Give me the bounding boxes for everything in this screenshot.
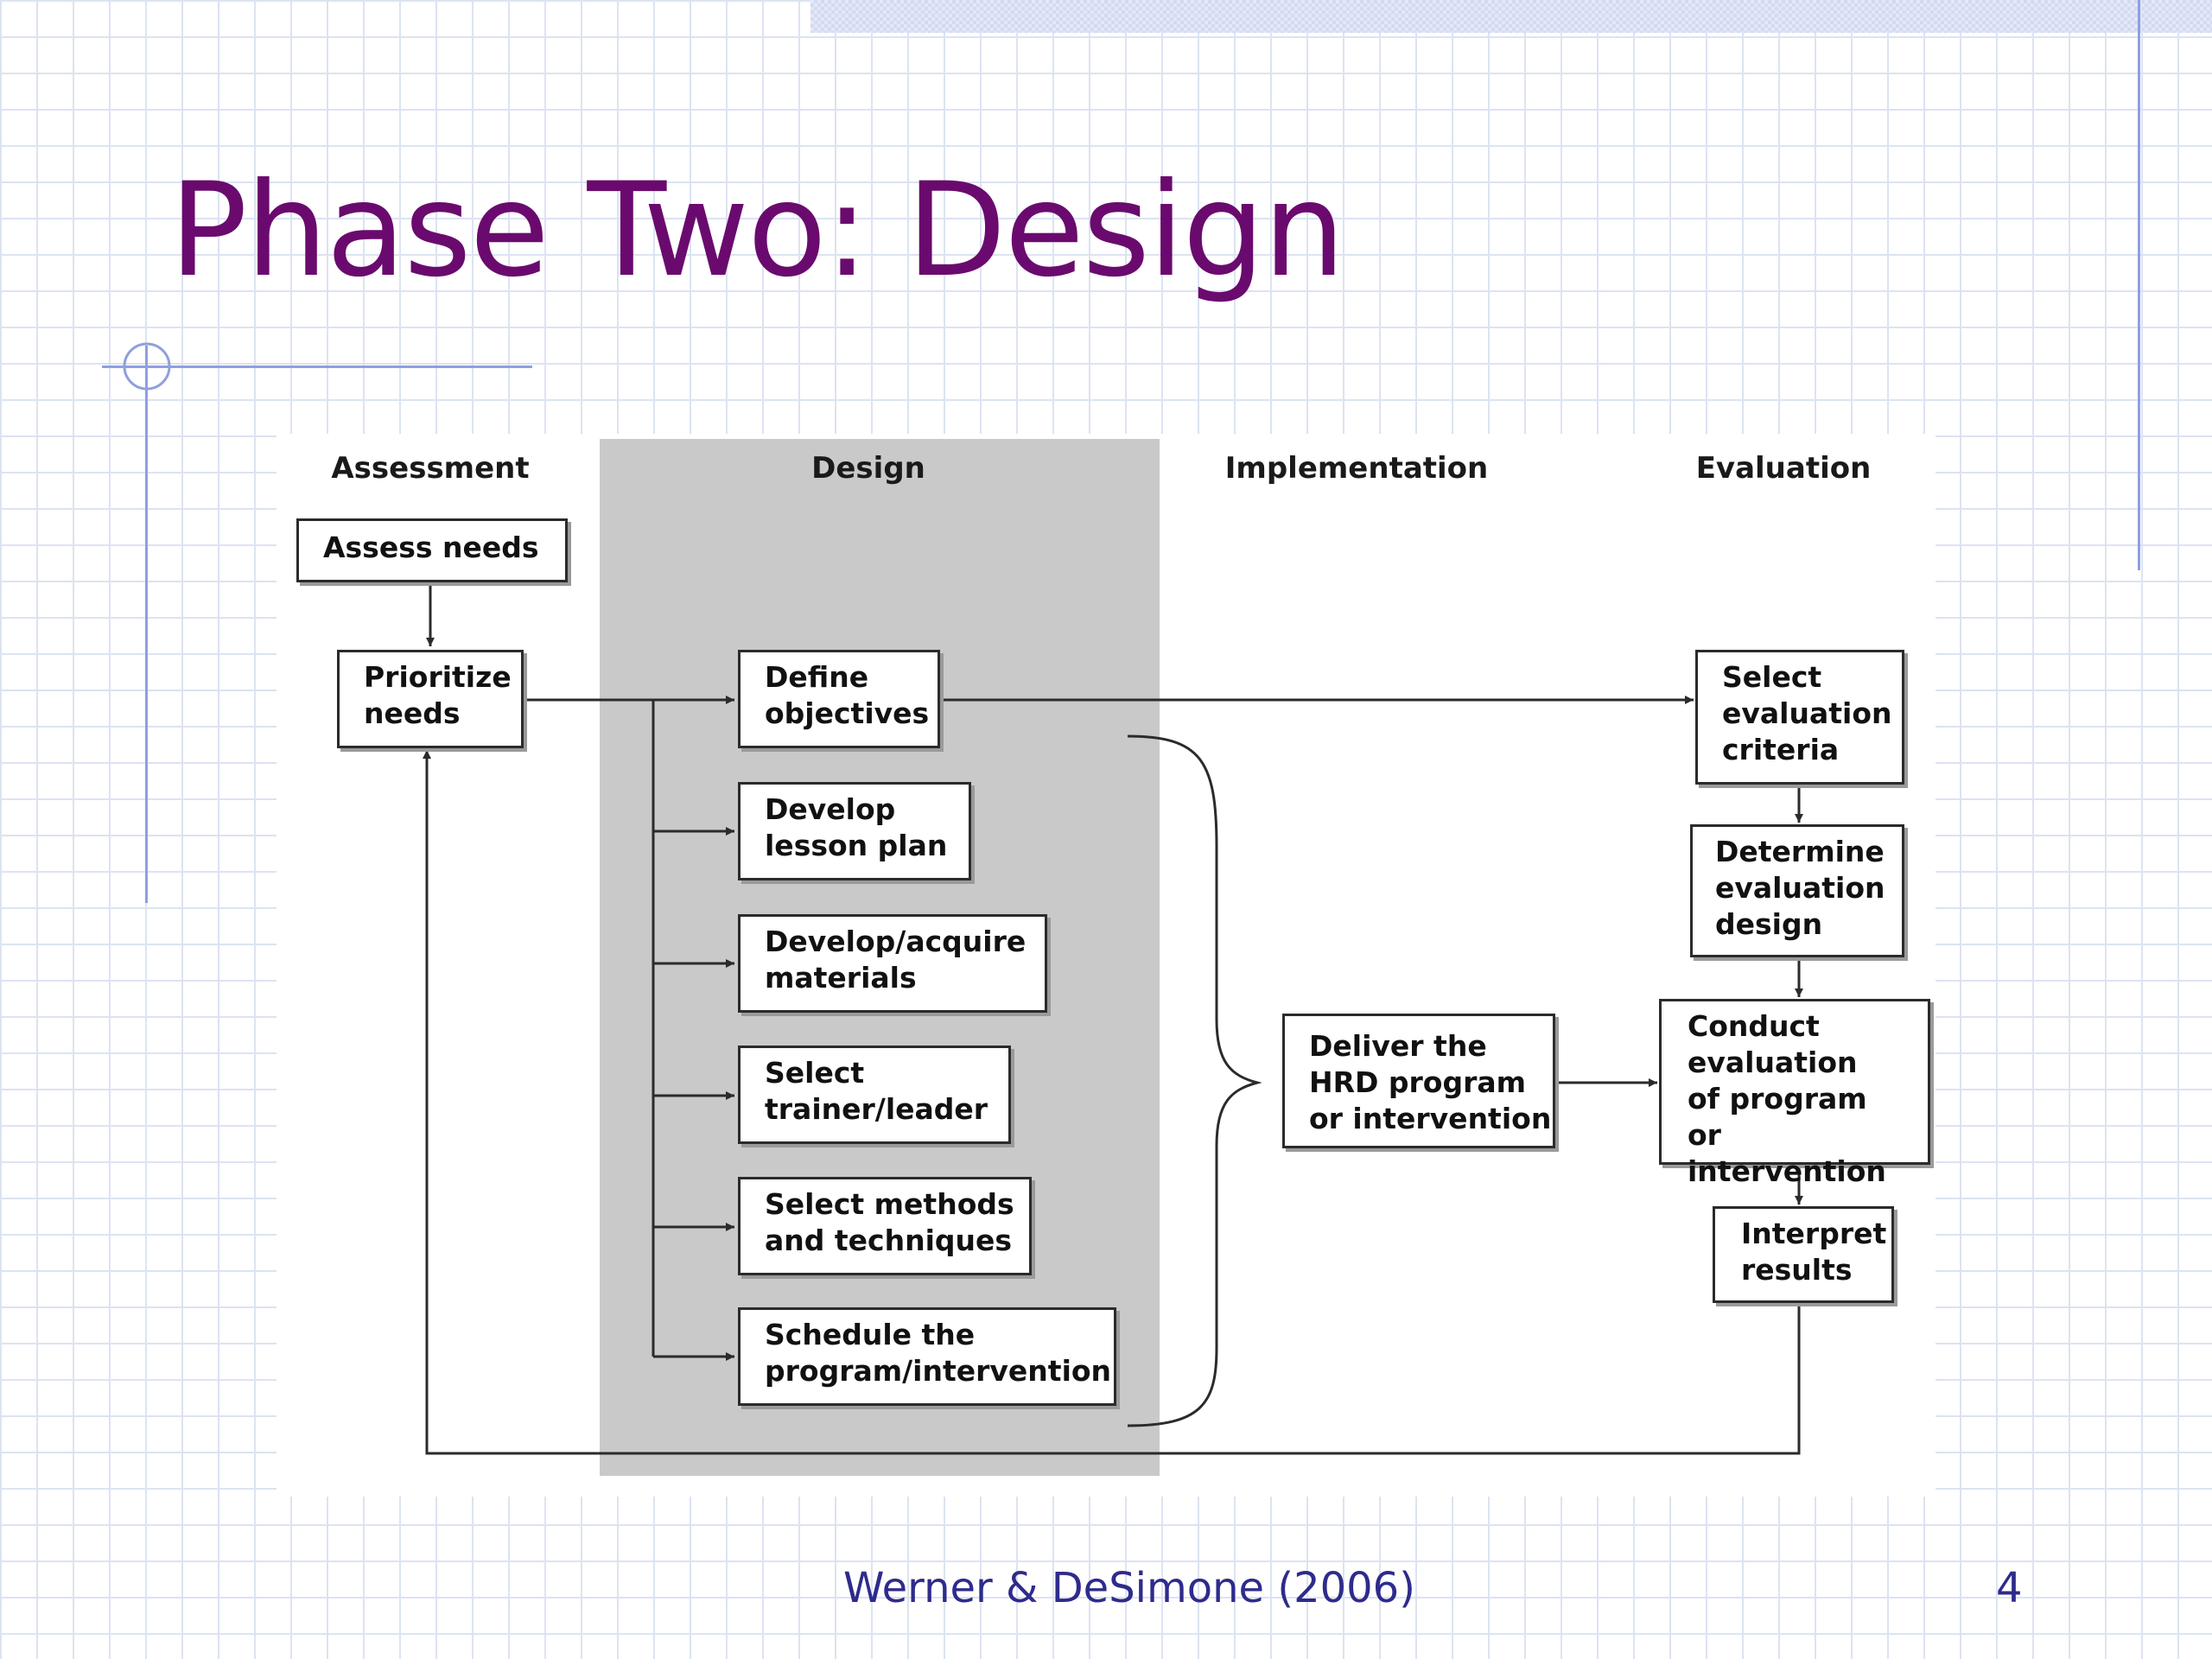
box-prioritize-needs: Prioritize needs	[337, 650, 524, 748]
column-label-assessment: Assessment	[331, 451, 530, 486]
slide-title: Phase Two: Design	[169, 156, 1345, 306]
left-vertical-accent-line	[145, 346, 148, 903]
box-select-evaluation-criteria: Select evaluation criteria	[1695, 650, 1904, 785]
box-define-objectives: Define objectives	[738, 650, 940, 748]
box-select-trainer-leader: Select trainer/leader	[738, 1046, 1011, 1144]
box-select-methods: Select methods and techniques	[738, 1177, 1032, 1275]
box-develop-acquire-materials: Develop/acquire materials	[738, 914, 1047, 1013]
box-assess-needs: Assess needs	[296, 518, 568, 582]
box-conduct-evaluation: Conduct evaluation of program or interve…	[1659, 999, 1930, 1188]
column-label-evaluation: Evaluation	[1695, 451, 1872, 486]
box-develop-lesson-plan: Develop lesson plan	[738, 782, 971, 880]
box-determine-evaluation-design: Determine evaluation design	[1690, 824, 1904, 957]
design-grouping-brace	[1127, 734, 1262, 1427]
column-label-implementation: Implementation	[1224, 451, 1489, 486]
box-interpret-results: Interpret results	[1713, 1206, 1894, 1303]
box-deliver-program: Deliver the HRD program or intervention	[1282, 1014, 1555, 1148]
box-schedule-program: Schedule the program/intervention	[738, 1307, 1116, 1406]
footer-credit: Werner & DeSimone (2006)	[843, 1564, 1415, 1612]
column-label-design: Design	[811, 451, 925, 486]
title-underline	[102, 365, 532, 368]
feedback-loop-line	[423, 750, 1801, 1455]
right-vertical-accent-line	[2138, 0, 2140, 570]
top-decorative-band	[810, 0, 2212, 33]
crosshair-circle-icon	[123, 342, 171, 391]
page-number: 4	[1996, 1564, 2023, 1612]
